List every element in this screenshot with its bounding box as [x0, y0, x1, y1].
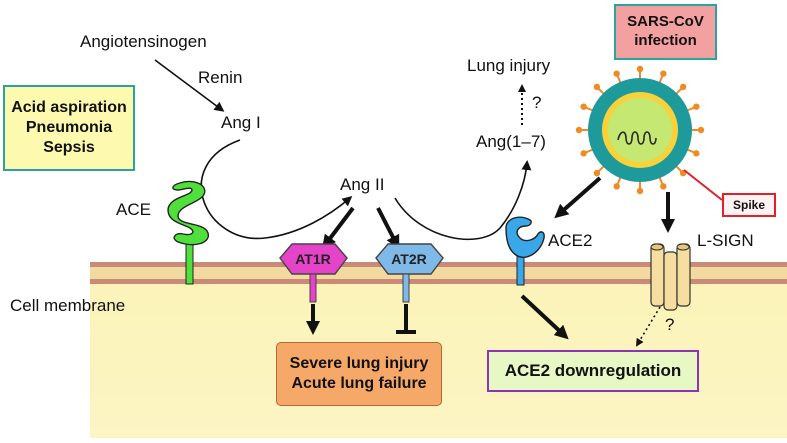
ang17-label: Ang(1–7)	[476, 132, 546, 151]
angiotensinogen-to-ang1-arrow	[154, 59, 225, 112]
spike-box: Spike	[722, 193, 776, 217]
ang1-to-ang2-arrow	[200, 139, 353, 240]
ang2-to-at1r-arrow	[321, 206, 355, 249]
virus-spike-head	[575, 126, 583, 134]
cause-acid-aspiration: Acid aspiration	[11, 99, 127, 116]
virus-spike-head	[697, 126, 705, 134]
sars-cov-text: SARS-CoV	[627, 13, 704, 31]
sars-cov-infection-box: SARS-CoV infection	[614, 4, 717, 60]
cause-sepsis: Sepsis	[43, 139, 95, 156]
at2r-label: AT2R	[391, 251, 427, 267]
virus-spike-head	[660, 183, 667, 190]
ace2-label: ACE2	[548, 231, 593, 250]
cell-membrane-bilayer	[90, 262, 787, 284]
virus-spike-head	[613, 183, 620, 190]
angiotensinogen-label: Angiotensinogen	[80, 32, 207, 51]
virus-spike-head	[636, 187, 644, 195]
at2r-hexagon-icon	[375, 243, 444, 275]
virus-spike-head	[593, 169, 601, 177]
outcome-box: Severe lung injury Acute lung failure	[276, 342, 442, 406]
ace2-downregulation-box: ACE2 downregulation	[487, 350, 699, 392]
virus-spike-head	[693, 150, 700, 157]
virus-spike-head	[660, 70, 667, 77]
severe-lung-injury-text: Severe lung injury	[289, 355, 429, 372]
spike-label: Spike	[732, 197, 765, 212]
question-mark-lower: ?	[665, 315, 675, 334]
lung-injury-label: Lung injury	[467, 56, 551, 75]
cause-pneumonia: Pneumonia	[25, 119, 113, 136]
acute-lung-failure-text: Acute lung failure	[291, 375, 427, 392]
ang2-to-ang17-arrow	[394, 160, 532, 241]
virus-spike-head	[593, 83, 601, 91]
cell-membrane-inner-line	[90, 279, 787, 284]
sars-cov-virus-icon	[575, 65, 705, 195]
ace2-to-downregulation-arrow	[520, 294, 569, 340]
l-sign-channel-icon	[650, 243, 691, 311]
cell-membrane-label: Cell membrane	[10, 296, 126, 315]
renin-label: Renin	[198, 68, 243, 87]
virus-spike-head	[580, 150, 587, 157]
ang2-label: Ang II	[340, 175, 385, 194]
causes-box: Acid aspiration Pneumonia Sepsis	[3, 85, 135, 171]
at1r-hexagon-icon	[279, 243, 348, 275]
infection-text: infection	[634, 32, 697, 49]
ace2-receptor-icon	[505, 216, 545, 286]
at1r-label: AT1R	[295, 251, 331, 267]
ang1-label: Ang I	[221, 113, 261, 132]
ace2-downregulation-text: ACE2 downregulation	[504, 361, 682, 381]
virus-spike-head	[679, 83, 687, 91]
spike-pointer-line	[683, 169, 723, 201]
ang2-to-at2r-arrow	[376, 207, 400, 250]
virus-spike-head	[580, 103, 587, 110]
virus-spike-head	[693, 103, 700, 110]
l-sign-label: L-SIGN	[697, 231, 754, 250]
virus-spike-head	[613, 70, 620, 77]
ace-receptor-icon	[167, 180, 209, 285]
ace-label: ACE	[116, 200, 151, 219]
virus-spike-head	[636, 65, 644, 73]
question-mark-upper: ?	[532, 93, 542, 112]
virus-to-ace2-arrow	[554, 176, 602, 219]
